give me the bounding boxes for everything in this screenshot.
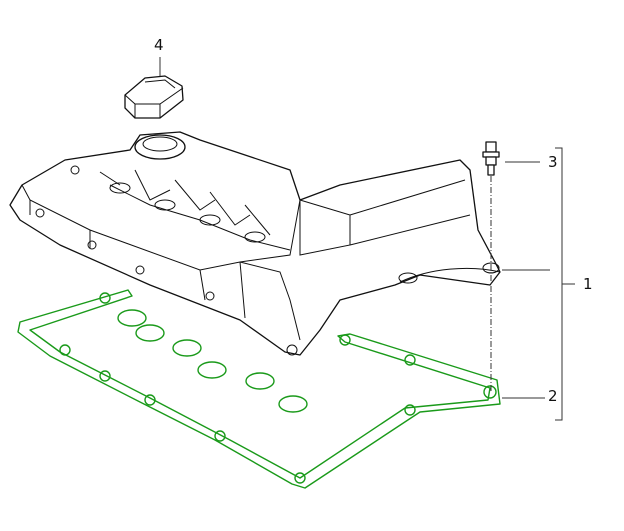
valve-cover [9, 131, 501, 356]
callout-3: 3 [548, 153, 558, 171]
gasket-port-rings [59, 292, 497, 484]
callout-4: 4 [154, 36, 164, 54]
bolt [482, 141, 500, 176]
gasket [17, 289, 501, 489]
callout-leaders [159, 57, 575, 421]
callout-2: 2 [548, 387, 558, 405]
callout-1: 1 [583, 275, 593, 293]
oil-filler-cap [124, 75, 184, 119]
